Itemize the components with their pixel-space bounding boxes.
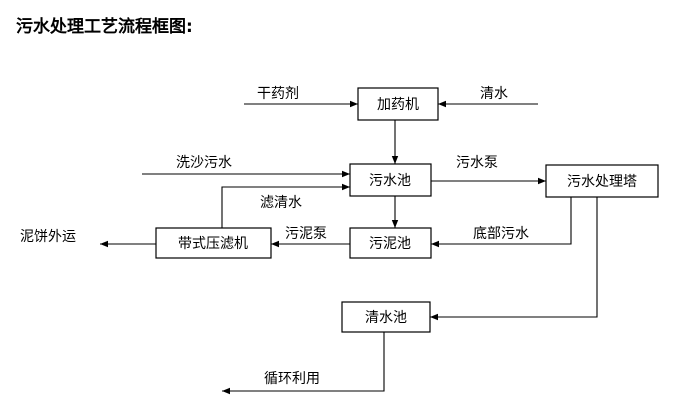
node-dosing-machine: 加药机 bbox=[357, 87, 439, 121]
node-clear-water-pool: 清水池 bbox=[341, 301, 431, 333]
node-sludge-pool-label: 污泥池 bbox=[369, 236, 411, 252]
node-sewage-pool: 污水池 bbox=[349, 163, 432, 197]
node-belt-filter-press-label: 带式压滤机 bbox=[178, 236, 248, 252]
page-title: 污水处理工艺流程框图: bbox=[16, 17, 193, 37]
node-treatment-tower-label: 污水处理塔 bbox=[567, 174, 637, 190]
arrow-bottom-sewage bbox=[431, 197, 572, 248]
node-clear-water-pool-label: 清水池 bbox=[365, 310, 407, 326]
label-sludge-pump: 污泥泵 bbox=[285, 226, 327, 242]
label-bottom-sewage: 底部污水 bbox=[473, 226, 529, 242]
label-dry-agent: 干药剂 bbox=[257, 86, 299, 102]
node-belt-filter-press: 带式压滤机 bbox=[155, 227, 272, 259]
label-filtrate-water: 滤清水 bbox=[260, 195, 302, 211]
node-sludge-pool: 污泥池 bbox=[349, 227, 432, 259]
arrow-recycle bbox=[222, 332, 385, 395]
label-sewage-pump: 污水泵 bbox=[456, 155, 498, 171]
arrow-filtrate bbox=[221, 183, 350, 228]
label-sand-wash-water: 洗沙污水 bbox=[176, 155, 232, 171]
node-sewage-pool-label: 污水池 bbox=[369, 173, 411, 189]
label-clear-water: 清水 bbox=[480, 86, 508, 102]
label-recycle: 循环利用 bbox=[264, 371, 320, 387]
node-dosing-machine-label: 加药机 bbox=[377, 97, 419, 113]
arrow-tower-to-clear bbox=[430, 197, 598, 321]
label-cake-out: 泥饼外运 bbox=[20, 229, 76, 245]
node-treatment-tower: 污水处理塔 bbox=[545, 164, 659, 198]
